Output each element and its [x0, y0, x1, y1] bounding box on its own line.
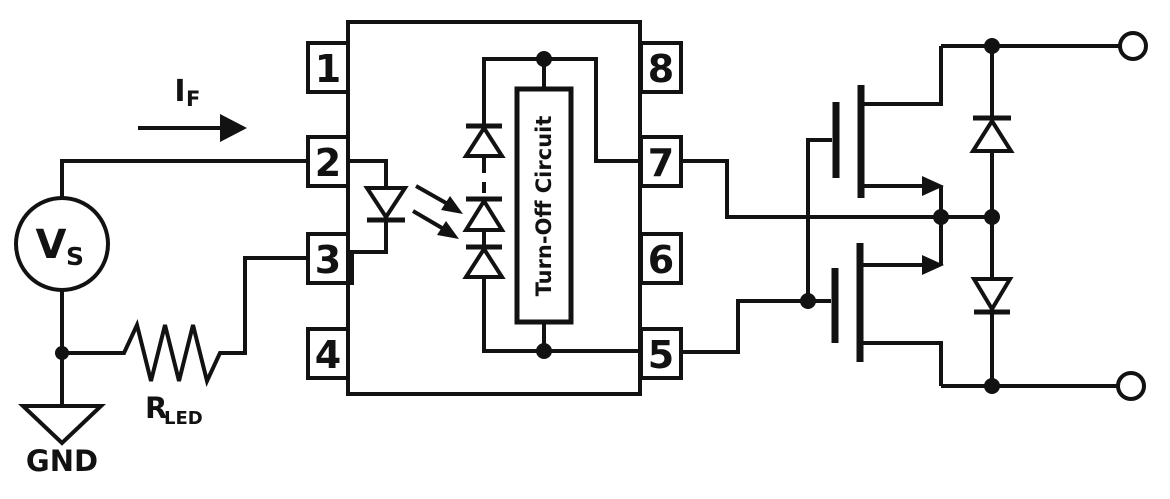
pin-number-3: 3 [315, 238, 341, 282]
gnd-label: GND [26, 444, 98, 478]
voltage-source [14, 196, 110, 292]
if-arrow-head [220, 114, 247, 142]
pin-box-8 [639, 41, 683, 94]
light-arrow-2-head [437, 221, 459, 239]
junction-dot [800, 293, 816, 309]
output-circuit [681, 31, 1148, 401]
pin-box-2 [306, 135, 350, 188]
light-arrow-1-shaft [415, 184, 447, 205]
pin-number-6: 6 [648, 238, 674, 282]
input-circuit: V S GND R LED I F [14, 74, 308, 478]
rled-label: R [145, 391, 167, 425]
junction-dot [984, 378, 1000, 394]
mosfet-bottom [831, 217, 944, 386]
if-label: I [174, 74, 185, 109]
ground-symbol [17, 404, 107, 446]
diode-bottom-triangle [970, 277, 1014, 313]
junction-dot [933, 209, 949, 225]
pin-box-1 [306, 41, 350, 94]
mosfet-top [832, 46, 944, 217]
mosfet-bottom-drain-wire [860, 341, 943, 386]
stack-bottom-to-pin5-wire [482, 277, 644, 353]
ic-package-outline [346, 20, 642, 396]
pin5-to-gates-wire [681, 299, 831, 354]
forward-current-arrow: I F [138, 74, 247, 142]
output-terminal-top [1118, 31, 1148, 61]
pin-number-7: 7 [648, 141, 674, 185]
junction-dot [55, 346, 69, 360]
led-anode-wire [344, 159, 388, 189]
pin-box-5 [639, 327, 683, 380]
pin-box-4 [306, 327, 350, 380]
output-terminal-bottom [1116, 371, 1146, 401]
pin-number-8: 8 [648, 47, 674, 91]
pin7-to-source-common-wire [681, 159, 992, 219]
mosfet-top-source-arrow [922, 176, 944, 196]
pin-box-6 [639, 232, 683, 285]
ic-pins: 1 2 3 4 8 7 6 5 [306, 41, 683, 380]
pin-number-5: 5 [648, 333, 674, 377]
vs-to-pin2-wire [60, 159, 308, 199]
led-triangle [363, 186, 409, 221]
vs-label-sub: S [66, 242, 84, 271]
light-arrow-1-head [441, 196, 463, 214]
junction-dot [984, 38, 1000, 54]
turn-off-circuit-block: Turn-Off Circuit [514, 86, 574, 325]
vs-label: V [36, 222, 67, 268]
mosfet-bottom-source-arrow [922, 255, 944, 275]
if-label-sub: F [186, 87, 200, 111]
pin-box-3 [306, 232, 350, 285]
light-arrows [411, 184, 463, 239]
pin-box-7 [639, 135, 683, 188]
turn-off-circuit-box [514, 86, 574, 325]
stack-top-to-pin7-wire [482, 57, 644, 163]
pin-number-4: 4 [315, 333, 341, 377]
gate-bus-wire [806, 138, 832, 301]
diode-top-triangle [969, 117, 1015, 153]
input-led [344, 159, 409, 285]
rled-resistor [62, 256, 308, 387]
pin-number-2: 2 [315, 141, 341, 185]
light-arrow-2-shaft [411, 209, 444, 230]
junction-dot [536, 343, 552, 359]
diode-bottom [970, 277, 1014, 315]
photodiode-3-triangle [462, 245, 506, 279]
rled-label-sub: LED [164, 408, 203, 429]
mosfet-top-drain-wire [861, 46, 943, 106]
photodiode-stack [462, 123, 506, 279]
pin-number-1: 1 [315, 47, 341, 91]
diode-top [969, 115, 1015, 153]
junction-dot [984, 209, 1000, 225]
turn-off-circuit-label: Turn-Off Circuit [532, 116, 556, 297]
ic-internals: Turn-Off Circuit [344, 51, 644, 359]
junction-dot [536, 51, 552, 67]
